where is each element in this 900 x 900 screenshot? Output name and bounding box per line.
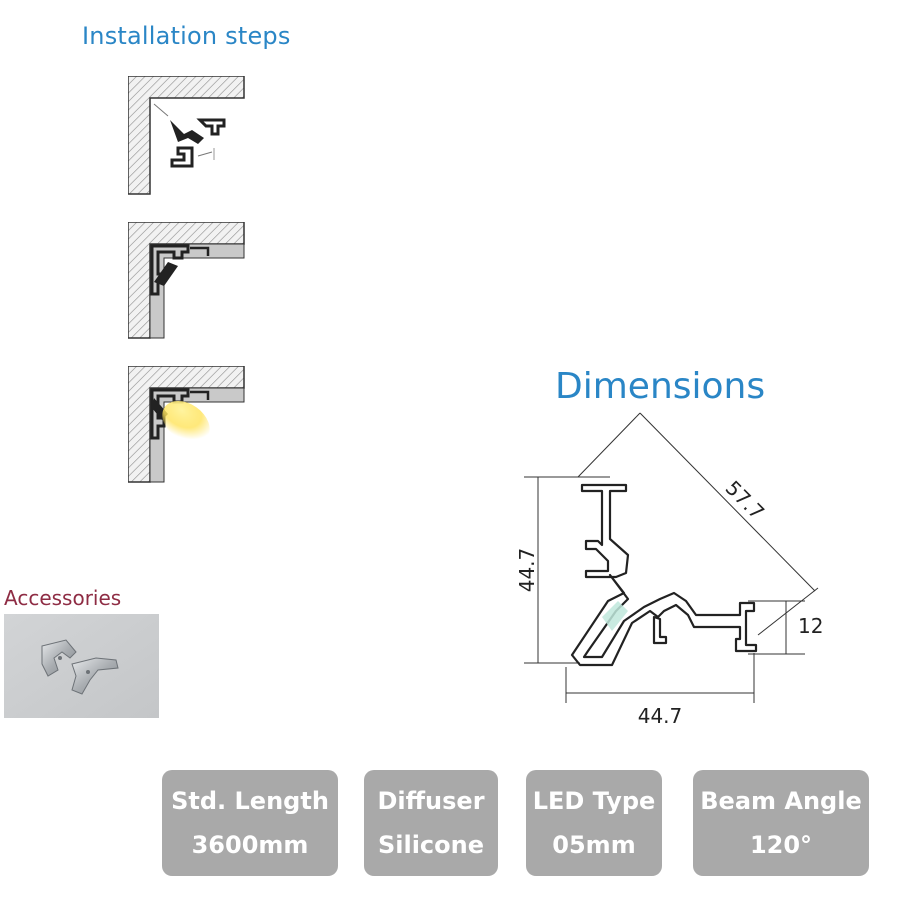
profile-dimension-drawing: 44.7 44.7 12 57.7 xyxy=(515,412,823,728)
spec-value: 05mm xyxy=(552,831,636,859)
spec-label: Std. Length xyxy=(171,787,329,815)
spec-value: Silicone xyxy=(377,831,485,859)
flange-dimension-label: 12 xyxy=(798,614,823,638)
dimensions-heading: Dimensions xyxy=(555,366,766,407)
diagonal-dimension-label: 57.7 xyxy=(721,476,769,524)
accessories-heading: Accessories xyxy=(4,586,122,610)
spec-card-diffuser: Diffuser Silicone xyxy=(364,770,498,876)
spec-card-length: Std. Length 3600mm xyxy=(162,770,338,876)
spec-label: Diffuser xyxy=(377,787,485,815)
spec-label: Beam Angle xyxy=(700,787,862,815)
accessory-clips-photo xyxy=(4,614,159,718)
height-dimension-label: 44.7 xyxy=(515,548,539,593)
installation-step-1-diagram xyxy=(128,76,245,195)
installation-step-3-diagram xyxy=(128,366,245,483)
spec-value: 3600mm xyxy=(191,831,309,859)
spec-value: 120° xyxy=(749,831,813,859)
spec-card-led-type: LED Type 05mm xyxy=(526,770,662,876)
spec-label: LED Type xyxy=(532,787,656,815)
installation-steps-heading: Installation steps xyxy=(82,22,291,50)
installation-step-2-diagram xyxy=(128,222,245,339)
width-dimension-label: 44.7 xyxy=(638,704,683,728)
spec-card-beam-angle: Beam Angle 120° xyxy=(693,770,869,876)
